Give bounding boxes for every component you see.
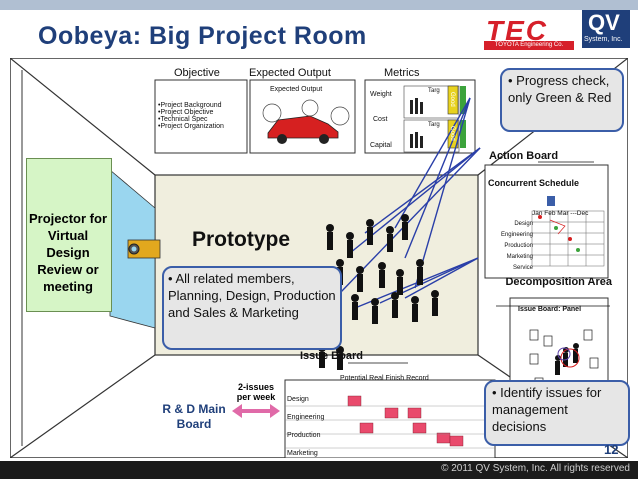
prototype-label: Prototype [192,228,290,252]
expected-output-inner-label: Expected Output [270,86,322,93]
issue-row-label: Production [287,427,324,445]
objective-label: Objective [174,67,220,79]
objective-list: •Project Background •Project Objective •… [158,102,248,130]
metrics-target-label: Targ [428,122,440,128]
issue-board-columns: Potential Real Finish Record [340,375,429,382]
schedule-row-label: Production [493,241,533,252]
issues-callout: • Identify issues for management decisio… [484,380,630,446]
tec-logo: TEC TOYOTA Engineering Co. [484,15,574,49]
page-title: Oobeya: Big Project Room [38,22,367,51]
schedule-rows: Design Engineering Production Marketing … [493,219,533,274]
qv-logo-subtext: System, Inc. [584,36,623,43]
schedule-row-label: Design [493,219,533,230]
schedule-row-label: Service [493,263,533,274]
issue-row-label: Engineering [287,409,324,427]
concurrent-schedule-label: Concurrent Schedule [488,178,579,188]
objective-item: •Technical Spec [158,116,248,123]
progress-callout: • Progress check, only Green & Red [500,68,624,132]
metrics-label: Metrics [384,67,419,79]
issue-panel-label: Issue Board: Panel [518,306,581,313]
action-board-label: Action Board [489,150,558,162]
objective-item: •Project Background [158,102,248,109]
issue-board-rows-labels: Design Engineering Production Marketing [287,391,324,463]
title-band [0,0,638,10]
issue-row-label: Design [287,391,324,409]
projector-label: Projector for Virtual Design Review or m… [28,210,108,295]
schedule-row-label: Marketing [493,252,533,263]
metrics-item-weight: Weight [370,91,392,98]
metrics-item-capital: Capital [370,142,392,149]
issue-frequency-label: 2-issues per week [232,382,280,402]
qv-logo-text: QV [588,10,620,36]
objective-item: •Project Organization [158,123,248,130]
schedule-row-label: Engineering [493,230,533,241]
objective-item: •Project Objective [158,109,248,116]
metrics-status-label: Good [449,126,455,141]
metrics-status-label: Good [449,92,455,107]
metrics-item-cost: Cost [373,116,387,123]
decomposition-label: Decomposition Area [492,276,612,289]
members-callout: • All related members, Planning, Design,… [162,266,342,350]
copyright-text: © 2011 QV System, Inc. All rights reserv… [441,463,630,474]
expected-output-label: Expected Output [249,67,331,79]
qv-logo: QV System, Inc. [582,10,630,48]
rd-main-board-label: R & D Main Board [154,402,234,432]
tec-logo-subtext: TOYOTA Engineering Co. [484,41,574,50]
schedule-months: Jan Feb Mar ---Dec [532,210,588,217]
issue-board-label: Issue Board [300,350,363,362]
projector-icon [128,240,160,258]
metrics-target-label: Targ [428,88,440,94]
page-number: 12 [604,442,618,457]
